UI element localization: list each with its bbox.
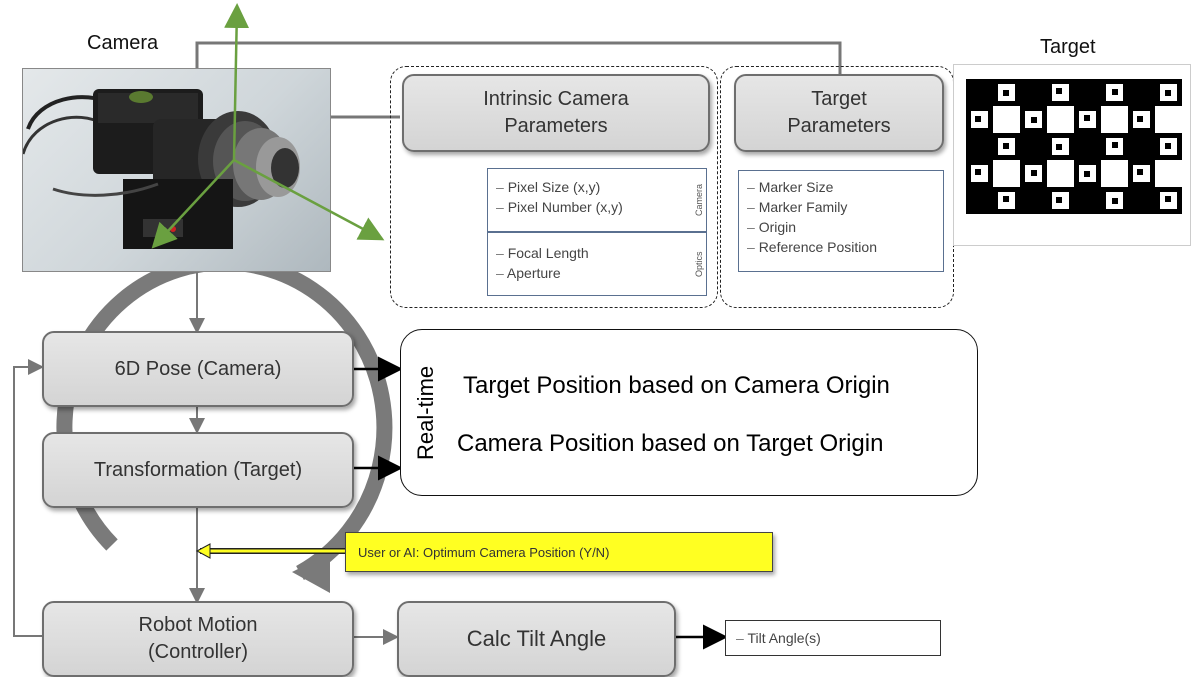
axis-z bbox=[224, 3, 250, 161]
target-params-box: Target Parameters bbox=[734, 74, 944, 152]
checker-square bbox=[1101, 160, 1128, 187]
checker-square bbox=[1128, 79, 1155, 106]
checker-square bbox=[1155, 106, 1182, 133]
axis-x bbox=[233, 158, 385, 241]
transformation-box: Transformation (Target) bbox=[42, 432, 354, 508]
realtime-box: Real-time Target Position based on Camer… bbox=[400, 329, 978, 496]
marker-pattern bbox=[1165, 90, 1171, 96]
tilt-output-list: Tilt Angle(s) bbox=[725, 620, 941, 656]
list-item: Reference Position bbox=[747, 237, 943, 257]
marker-pattern bbox=[1031, 170, 1037, 176]
intrinsic-group bbox=[390, 66, 718, 308]
marker-pattern bbox=[1031, 117, 1037, 123]
marker-pattern bbox=[1056, 197, 1062, 203]
intrinsic-params-box: Intrinsic Camera Parameters bbox=[402, 74, 710, 152]
calc-tilt-box: Calc Tilt Angle bbox=[397, 601, 676, 677]
list-item: Focal Length bbox=[496, 243, 706, 263]
optics-params-list: Focal Length Aperture Optics bbox=[487, 232, 707, 296]
marker-pattern bbox=[1165, 196, 1171, 202]
checker-square bbox=[966, 79, 993, 106]
loop-arrowhead bbox=[292, 553, 330, 593]
marker-pattern bbox=[1084, 171, 1090, 177]
checker-square bbox=[1020, 133, 1047, 160]
list-item: Pixel Size (x,y) bbox=[496, 177, 706, 197]
checker-square bbox=[1047, 160, 1074, 187]
pose-box: 6D Pose (Camera) bbox=[42, 331, 354, 407]
target-params-list: Marker Size Marker Family Origin Referen… bbox=[738, 170, 944, 272]
checker-square bbox=[1155, 160, 1182, 187]
realtime-tag: Real-time bbox=[413, 365, 438, 460]
checker-square bbox=[1128, 187, 1155, 214]
robot-motion-box: Robot Motion (Controller) bbox=[42, 601, 354, 677]
checker-square bbox=[1074, 133, 1101, 160]
marker-pattern bbox=[1056, 88, 1062, 94]
user-ai-note: User or AI: Optimum Camera Position (Y/N… bbox=[345, 532, 773, 572]
checker-square bbox=[1128, 133, 1155, 160]
checkerboard bbox=[966, 79, 1182, 214]
marker-pattern bbox=[1165, 143, 1171, 149]
list-item: Tilt Angle(s) bbox=[736, 628, 940, 648]
checker-square bbox=[993, 106, 1020, 133]
list-item: Aperture bbox=[496, 263, 706, 283]
checker-square bbox=[1074, 187, 1101, 214]
list-item: Origin bbox=[747, 217, 943, 237]
calc-tilt-label: Calc Tilt Angle bbox=[466, 626, 607, 651]
intrinsic-params-label: Intrinsic Camera Parameters bbox=[483, 88, 629, 137]
camera-tag: Camera bbox=[694, 184, 704, 217]
checker-square bbox=[993, 160, 1020, 187]
checker-square bbox=[1020, 187, 1047, 214]
realtime-line-1: Target Position based on Camera Origin bbox=[463, 372, 890, 399]
target-image bbox=[953, 64, 1191, 246]
target-label: Target bbox=[1040, 36, 1096, 58]
list-item: Marker Size bbox=[747, 177, 943, 197]
marker-pattern bbox=[1112, 142, 1118, 148]
checker-square bbox=[1074, 79, 1101, 106]
checker-square bbox=[966, 187, 993, 214]
marker-pattern bbox=[975, 116, 981, 122]
checker-square bbox=[1101, 106, 1128, 133]
camera-params-list: Pixel Size (x,y) Pixel Number (x,y) Came… bbox=[487, 168, 707, 232]
checker-square bbox=[966, 133, 993, 160]
camera-illustration bbox=[23, 89, 300, 249]
user-ai-label: User or AI: Optimum Camera Position (Y/N… bbox=[358, 544, 610, 560]
marker-pattern bbox=[1003, 143, 1009, 149]
marker-pattern bbox=[1056, 144, 1062, 150]
checker-square bbox=[1047, 106, 1074, 133]
camera-photo bbox=[22, 68, 331, 272]
list-item: Marker Family bbox=[747, 197, 943, 217]
camera-label: Camera bbox=[87, 32, 159, 54]
optics-tag: Optics bbox=[694, 251, 704, 277]
transformation-label: Transformation (Target) bbox=[93, 458, 303, 481]
realtime-line-2: Camera Position based on Target Origin bbox=[457, 430, 884, 457]
marker-pattern bbox=[1084, 115, 1090, 121]
marker-pattern bbox=[975, 169, 981, 175]
axis-y bbox=[151, 159, 235, 249]
marker-pattern bbox=[1112, 198, 1118, 204]
marker-pattern bbox=[1003, 196, 1009, 202]
top-connector bbox=[195, 41, 842, 75]
marker-pattern bbox=[1137, 169, 1143, 175]
pose-label: 6D Pose (Camera) bbox=[114, 357, 282, 380]
robot-motion-label: Robot Motion (Controller) bbox=[138, 614, 258, 663]
marker-pattern bbox=[1003, 90, 1009, 96]
marker-pattern bbox=[1112, 89, 1118, 95]
checker-square bbox=[1020, 79, 1047, 106]
marker-pattern bbox=[1137, 116, 1143, 122]
list-item: Pixel Number (x,y) bbox=[496, 197, 706, 217]
target-params-label: Target Parameters bbox=[787, 88, 891, 137]
